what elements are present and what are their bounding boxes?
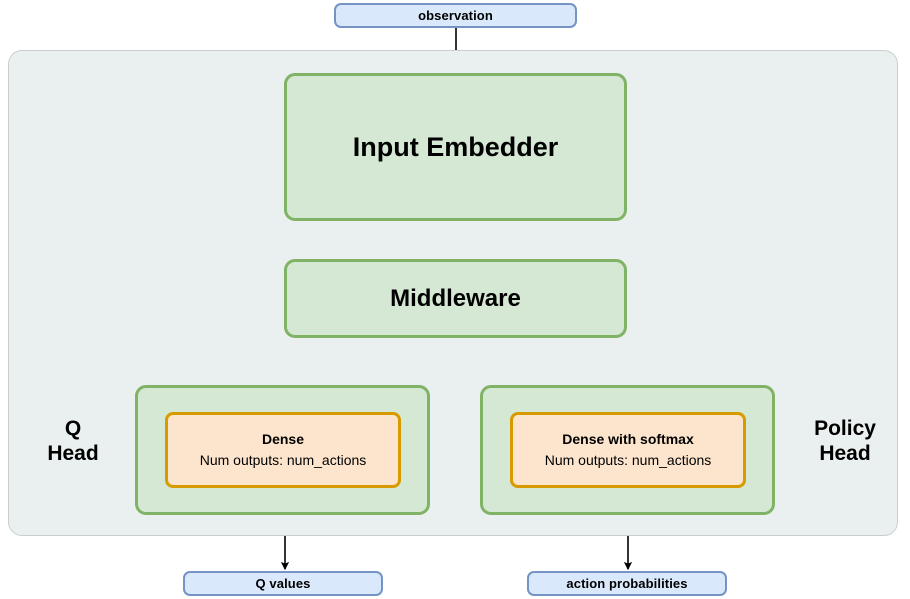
q-head-side-label: Q Head [28,417,118,467]
q-head-side-label-line2: Head [47,441,99,465]
q-values-node[interactable]: Q values [183,571,383,596]
policy-head-side-label-line2: Head [819,441,871,465]
policy-head-side-label: Policy Head [790,417,900,467]
middleware-node[interactable]: Middleware [284,259,627,338]
q-values-label: Q values [255,576,311,591]
observation-label: observation [418,8,493,23]
q-head-dense-title: Dense [261,430,305,447]
policy-head-side-label-line1: Policy [814,417,876,440]
observation-node[interactable]: observation [334,3,577,28]
input-embedder-node[interactable]: Input Embedder [284,73,627,221]
q-head-dense-subtitle: Num outputs: num_actions [199,452,367,468]
input-embedder-label: Input Embedder [352,131,559,162]
action-probabilities-label: action probabilities [566,576,688,591]
q-head-dense-node[interactable]: Dense Num outputs: num_actions [165,412,401,488]
action-probabilities-node[interactable]: action probabilities [527,571,727,596]
middleware-label: Middleware [390,284,521,312]
policy-head-dense-subtitle: Num outputs: num_actions [544,452,712,468]
policy-head-dense-title: Dense with softmax [562,430,694,447]
policy-head-dense-node[interactable]: Dense with softmax Num outputs: num_acti… [510,412,746,488]
q-head-side-label-line1: Q [64,417,82,440]
